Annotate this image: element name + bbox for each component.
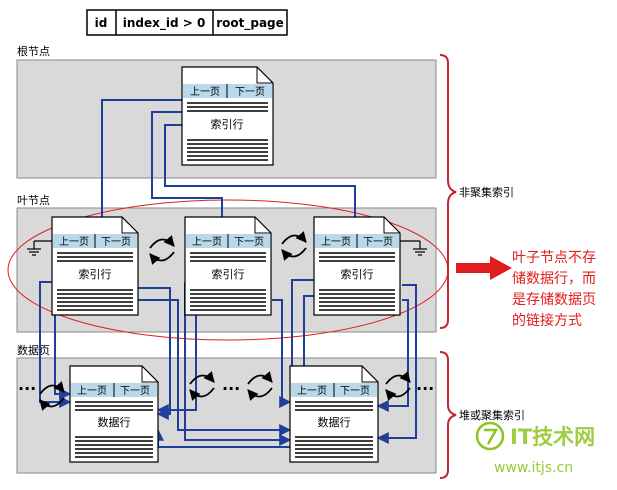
data1-data-row-label: 数据行	[98, 415, 131, 429]
leaf1-next-label: 下一页	[101, 236, 131, 248]
leaf3-next-label: 下一页	[363, 236, 393, 248]
leaf3-index-row-label: 索引行	[341, 267, 374, 281]
nonclustered-bracket	[439, 54, 457, 329]
root-index-row-label: 索引行	[211, 117, 244, 131]
heap-bracket	[439, 351, 457, 479]
leaf-sibling-link-1	[149, 235, 175, 265]
data2-next-label: 下一页	[340, 385, 370, 397]
annotation-line-3: 是存储数据页	[512, 292, 596, 308]
leaf2-next-label: 下一页	[234, 236, 264, 248]
annotation-line-4: 的链接方式	[512, 312, 582, 329]
data-page-2: 上一页 下一页 数据行	[289, 365, 379, 463]
leaf-index-page-1: 上一页 下一页 索引行	[51, 216, 139, 316]
data-sibling-link-2	[189, 371, 215, 401]
leaf2-prev-label: 上一页	[192, 236, 222, 248]
data-sibling-link-1	[39, 381, 65, 411]
data1-prev-label: 上一页	[77, 385, 107, 397]
annotation-line-1: 叶子节点不存	[512, 250, 596, 266]
null-pointer-right-icon	[400, 240, 427, 256]
root-next-label: 下一页	[235, 86, 265, 98]
leaf-index-page-2: 上一页 下一页 索引行	[184, 216, 272, 316]
header-table: id index_id > 0 root_page	[86, 9, 288, 36]
leaf3-prev-label: 上一页	[321, 236, 351, 248]
header-cell-index-id: index_id > 0	[123, 16, 206, 31]
header-cell-id: id	[95, 16, 108, 30]
data-ellipsis-left: ...	[18, 375, 36, 394]
data2-prev-label: 上一页	[297, 385, 327, 397]
leaf-sibling-link-2	[281, 231, 307, 261]
annotation-arrow	[456, 256, 512, 280]
root-prev-label: 上一页	[190, 86, 220, 98]
leaf1-prev-label: 上一页	[59, 236, 89, 248]
leaf-section-label: 叶节点	[17, 194, 50, 207]
watermark-url: www.itjs.cn	[494, 460, 573, 476]
leaf2-index-row-label: 索引行	[212, 267, 245, 281]
data2-data-row-label: 数据行	[318, 415, 351, 429]
data-ellipsis-middle: ...	[222, 375, 240, 394]
data-ellipsis-right: ...	[416, 375, 434, 394]
data-section-label: 数据页	[17, 343, 50, 357]
heap-or-clustered-label: 堆或聚集索引	[459, 408, 525, 422]
data1-next-label: 下一页	[120, 385, 150, 397]
root-section-label: 根节点	[17, 44, 50, 58]
data-sibling-link-4	[385, 371, 411, 401]
data-sibling-link-3	[247, 371, 273, 401]
watermark-logo: IT技术网	[475, 421, 595, 451]
annotation-line-2: 储数据行，而	[512, 271, 596, 287]
leaf-index-page-3: 上一页 下一页 索引行	[313, 216, 401, 316]
header-cell-root-page: root_page	[216, 16, 284, 31]
data-page-1: 上一页 下一页 数据行	[69, 365, 159, 463]
leaf-highlight-ellipse	[7, 199, 449, 341]
leaf1-index-row-label: 索引行	[79, 267, 112, 281]
watermark-logo-text: IT技术网	[510, 425, 595, 449]
null-pointer-left-icon	[27, 240, 52, 256]
root-index-page: 上一页 下一页 索引行	[181, 66, 274, 166]
nonclustered-label: 非聚集索引	[459, 185, 514, 199]
